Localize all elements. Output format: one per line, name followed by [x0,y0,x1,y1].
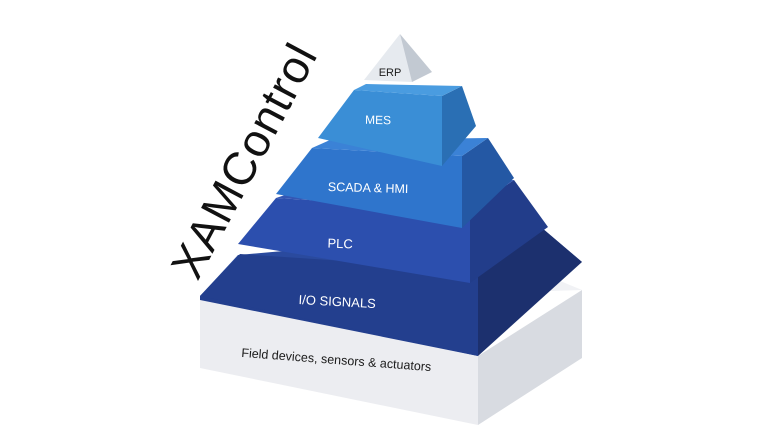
layer-field-right [478,290,582,425]
layer-erp-right [400,34,432,82]
layer-plc-label: PLC [327,236,353,252]
layer-scada-label: SCADA & HMI [328,180,409,196]
layer-io-right [478,228,582,356]
layer-erp: ERP [364,34,432,82]
layer-mes: MES [318,84,476,166]
layer-erp-front [364,34,412,82]
layer-field-front [200,300,478,425]
layer-scada-right [462,138,514,228]
layer-io-label: I/O SIGNALS [298,292,376,311]
layer-plc-right [470,180,548,283]
layer-io-front-main [200,254,478,356]
layer-erp-label: ERP [379,67,402,79]
layer-mes-front [318,90,442,166]
layer-mes-top [354,84,462,96]
layer-mes-label: MES [365,113,391,127]
layer-plc-front [238,198,470,283]
layer-mes-right [442,86,476,166]
layer-scada-front [276,148,462,228]
